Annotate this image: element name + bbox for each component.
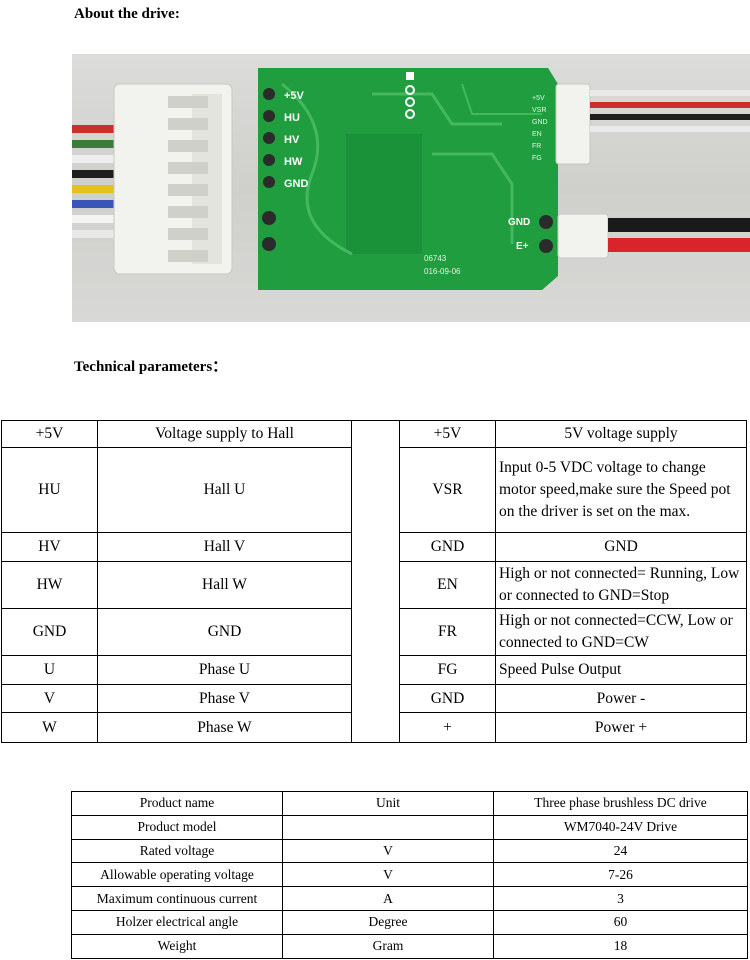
spec-value-cell: 7-26 [493,862,748,888]
spec-unit-cell: V [282,862,494,888]
right-pin-cell: VSR [399,447,496,533]
left-desc-cell: Hall W [97,561,352,609]
board-silkscreen: 016-09-06 [424,267,461,276]
right-desc-cell: Power - [495,684,747,713]
spec-unit-cell [282,814,494,840]
left-desc-cell: Phase W [97,712,352,743]
spec-value-cell: WM7040-24V Drive [493,814,748,840]
board-pin-label: EN [532,131,542,138]
right-pin-cell: GND [399,684,496,713]
left-pin-cell: U [1,655,98,685]
table-row: Holzer electrical angle Degree 60 [71,909,748,935]
left-pin-cell: HV [1,532,98,562]
right-pin-cell: EN [399,561,496,609]
right-pin-cell: FG [399,655,496,685]
left-desc-cell: GND [97,608,352,656]
left-pin-cell: HW [1,561,98,609]
right-pin-cell: GND [399,532,496,562]
spec-unit-cell: Unit [282,791,494,816]
right-desc-cell: High or not connected=CCW, Low or connec… [495,608,747,656]
spec-value-cell: 3 [493,886,748,911]
left-desc-cell: Phase V [97,684,352,713]
right-pin-cell: + [399,712,496,743]
spec-value-cell: 24 [493,838,748,864]
left-connector [113,83,233,275]
table-row: Maximum continuous current A 3 [71,886,748,911]
right-desc-cell: GND [495,532,747,562]
right-desc-cell: Input 0-5 VDC voltage to change motor sp… [495,447,747,533]
right-desc-cell: Speed Pulse Output [495,655,747,685]
board-pin-label: +5V [284,90,305,102]
board-pin-label: FG [532,155,542,162]
board-pin-label: HW [284,156,303,168]
board-silkscreen: 06743 [424,254,447,263]
spec-table: Product name Unit Three phase brushless … [71,791,748,959]
about-heading: About the drive: [74,6,180,22]
table-row: +5V Voltage supply to Hall +5V 5V voltag… [1,420,747,743]
signal-connector [555,83,750,165]
board-pin-label: +5V [532,95,545,102]
table-row: Rated voltage V 24 [71,838,748,864]
board-pin-label: HV [284,134,300,146]
board-pin-label: GND [532,119,548,126]
board-pin-label: FR [532,143,541,150]
spec-name-cell: Weight [71,933,283,959]
left-pin-cell: HU [1,447,98,533]
right-pin-cell: +5V [399,420,496,448]
left-wire-bundle [72,125,142,238]
gap-column [351,420,400,743]
pcb [258,68,558,290]
right-desc-cell: High or not connected= Running, Low or c… [495,561,747,609]
table-header-row: Product name Unit Three phase brushless … [71,791,748,816]
board-pin-label: GND [284,178,309,190]
left-pin-cell: W [1,712,98,743]
power-connector [557,213,750,259]
left-desc-cell: Phase U [97,655,352,685]
left-pin-cell: +5V [1,420,98,448]
right-pin-cell: FR [399,608,496,656]
technical-heading: Technical parameters： [74,359,228,375]
left-pin-cell: V [1,684,98,713]
left-desc-cell: Hall U [97,447,352,533]
right-desc-cell: 5V voltage supply [495,420,747,448]
spec-name-cell: Maximum continuous current [71,886,283,911]
drive-board-photo: +5V HU HV HW GND +5V VSR GND EN FR FG GN… [72,54,750,322]
spec-unit-cell: V [282,838,494,864]
spec-name-cell: Holzer electrical angle [71,909,283,935]
right-desc-cell: Power + [495,712,747,743]
spec-unit-cell: Degree [282,909,494,935]
spec-name-cell: Product name [71,791,283,816]
board-pin-label: E+ [516,241,529,252]
table-row: HV Hall V GND GND [1,532,747,562]
board-pin-label: HU [284,112,300,124]
spec-value-cell: Three phase brushless DC drive [493,791,748,816]
table-row: Product model WM7040-24V Drive [71,814,748,840]
table-row: HW Hall W EN High or not connected= Runn… [1,561,747,609]
board-pin-label: GND [508,217,530,228]
board-pin-label: VSR [532,107,546,114]
spec-unit-cell: A [282,886,494,911]
spec-value-cell: 18 [493,933,748,959]
table-row: HU Hall U VSR Input 0-5 VDC voltage to c… [1,447,747,533]
table-row: Weight Gram 18 [71,933,748,959]
left-pin-cell: GND [1,608,98,656]
spec-value-cell: 60 [493,909,748,935]
left-desc-cell: Hall V [97,532,352,562]
table-row: W Phase W + Power + [1,712,747,743]
left-desc-cell: Voltage supply to Hall [97,420,352,448]
spec-name-cell: Allowable operating voltage [71,862,283,888]
spec-name-cell: Rated voltage [71,838,283,864]
spec-unit-cell: Gram [282,933,494,959]
spec-name-cell: Product model [71,814,283,840]
table-row: Allowable operating voltage V 7-26 [71,862,748,888]
pin-definition-table: +5V Voltage supply to Hall +5V 5V voltag… [1,420,747,743]
